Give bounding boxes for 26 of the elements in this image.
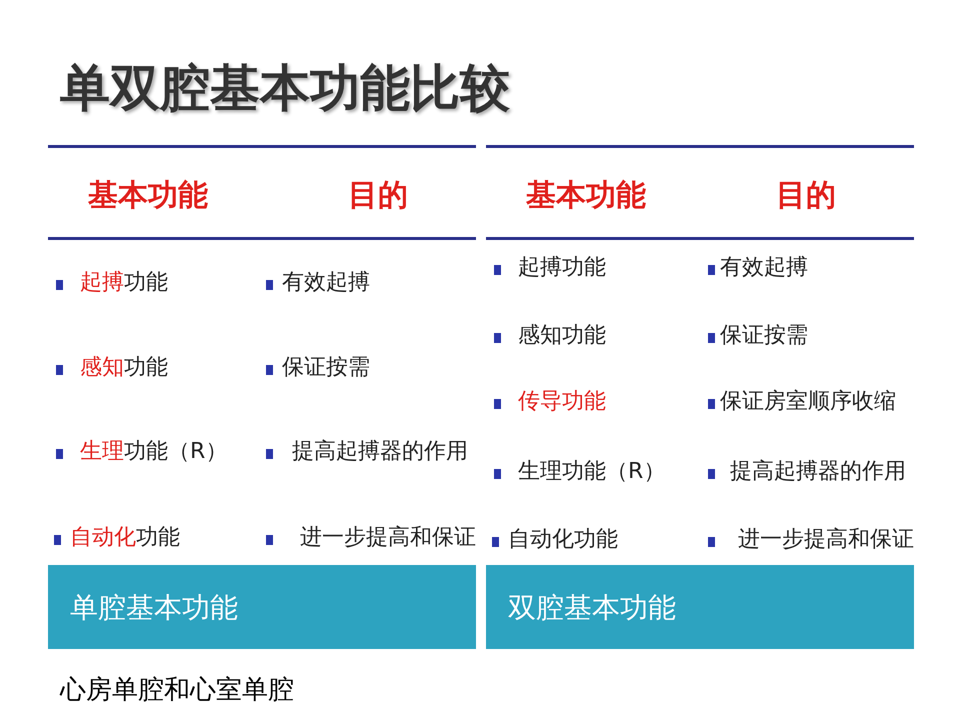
table-cell-text: 进一步提高和保证 <box>300 524 476 552</box>
table-cell-text: 有效起搏 <box>282 269 370 297</box>
table-cell-text: 提高起搏器的作用 <box>730 458 906 486</box>
table-cell-text: 感知功能 <box>518 322 606 350</box>
column-header: 目的 <box>348 177 408 215</box>
table-cell-text: 提高起搏器的作用 <box>292 438 468 466</box>
column-header: 目的 <box>776 177 836 215</box>
table-cell-text: 保证房室顺序收缩 <box>720 388 896 416</box>
table-cell-text: 起搏功能 <box>80 269 168 297</box>
table-cell-text: 起搏功能 <box>518 254 606 282</box>
column-header: 基本功能 <box>526 177 646 215</box>
table-cell-text: 进一步提高和保证 <box>738 526 914 554</box>
slide-title: 单双腔基本功能比较 <box>60 58 510 119</box>
table-cell-text: 有效起搏 <box>720 254 808 282</box>
table-cell-text: 自动化功能 <box>508 526 618 554</box>
table-cell-text: 保证按需 <box>282 354 370 382</box>
table-cell-text: 自动化功能 <box>70 524 180 552</box>
note-text: 心房单腔和心室单腔 <box>60 674 294 707</box>
table-cell-text: 传导功能 <box>518 388 606 416</box>
table-cell-text: 生理功能（R） <box>518 458 666 486</box>
caption-text: 双腔基本功能 <box>508 590 676 626</box>
column-header: 基本功能 <box>88 177 208 215</box>
caption-text: 单腔基本功能 <box>70 590 238 626</box>
table-cell-text: 感知功能 <box>80 354 168 382</box>
table-cell-text: 生理功能（R） <box>80 438 228 466</box>
table-cell-text: 保证按需 <box>720 322 808 350</box>
